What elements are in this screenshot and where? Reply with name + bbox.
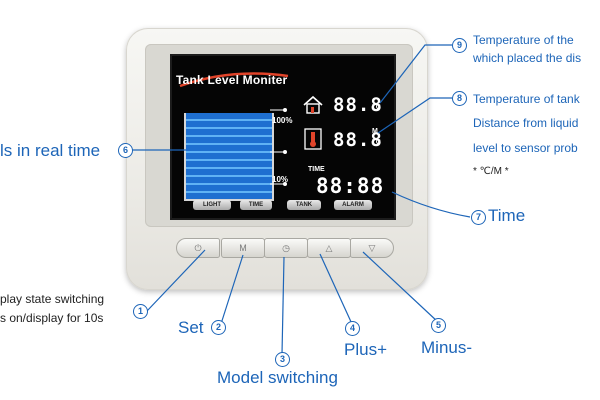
tank-unit-c: °C [372, 139, 382, 146]
callout-6-label: ls in real time [0, 141, 101, 160]
callout-5-marker: 5 [431, 318, 446, 333]
callout-3-label: Model switching [217, 368, 338, 387]
callout-9-marker: 9 [452, 38, 467, 53]
callout-7-label: Time [488, 206, 526, 225]
level-10-label: 10% [272, 175, 289, 184]
tab-alarm: ALARM [334, 200, 372, 210]
level-100-label: 100% [272, 116, 293, 125]
house-icon [303, 95, 323, 114]
tab-time: TIME [240, 200, 272, 210]
callout-8-unit-note: * ℃/M * [473, 166, 509, 177]
tank-thermometer-icon [304, 128, 322, 150]
brand-title: Tank Level Moniter [176, 73, 288, 87]
callout-9-line-1: Temperature of the [473, 33, 574, 47]
callout-8-line-2: Distance from liquid [473, 116, 579, 130]
callout-4-label: Plus+ [344, 340, 387, 359]
callout-6-marker: 6 [118, 143, 133, 158]
tank-unit-m: M [372, 128, 379, 135]
callout-1-line-1: play state switching [0, 292, 105, 306]
callout-8-line-1: Temperature of tank [473, 92, 580, 106]
callout-9-line-2: which placed the dis [473, 51, 582, 65]
tab-tank: TANK [287, 200, 321, 210]
tank-temperature-reading: 88.8 [333, 129, 383, 151]
callout-1-marker: 1 [133, 304, 148, 319]
callout-2-label: Set [178, 318, 204, 337]
callout-1-line-2: s on/display for 10s [0, 311, 104, 325]
callout-2-marker: 2 [211, 320, 226, 335]
callout-8-line-3: level to sensor prob [473, 141, 578, 155]
tab-light: LIGHT [193, 200, 231, 210]
callout-7-marker: 7 [471, 210, 486, 225]
mode-button[interactable]: ◷ [264, 238, 308, 258]
indoor-unit-c: °C [372, 104, 382, 111]
callout-4-marker: 4 [345, 321, 360, 336]
minus-button[interactable]: ▽ [350, 238, 394, 258]
callout-5-label: Minus- [421, 338, 473, 357]
callout-8-marker: 8 [452, 91, 467, 106]
callout-3-marker: 3 [275, 352, 290, 367]
time-reading: 88:88 [316, 174, 385, 198]
brand-swoosh-icon [179, 72, 289, 88]
level-markers [270, 108, 287, 186]
time-label: TIME [308, 166, 325, 173]
indoor-temperature-reading: 88.8 [333, 94, 383, 116]
